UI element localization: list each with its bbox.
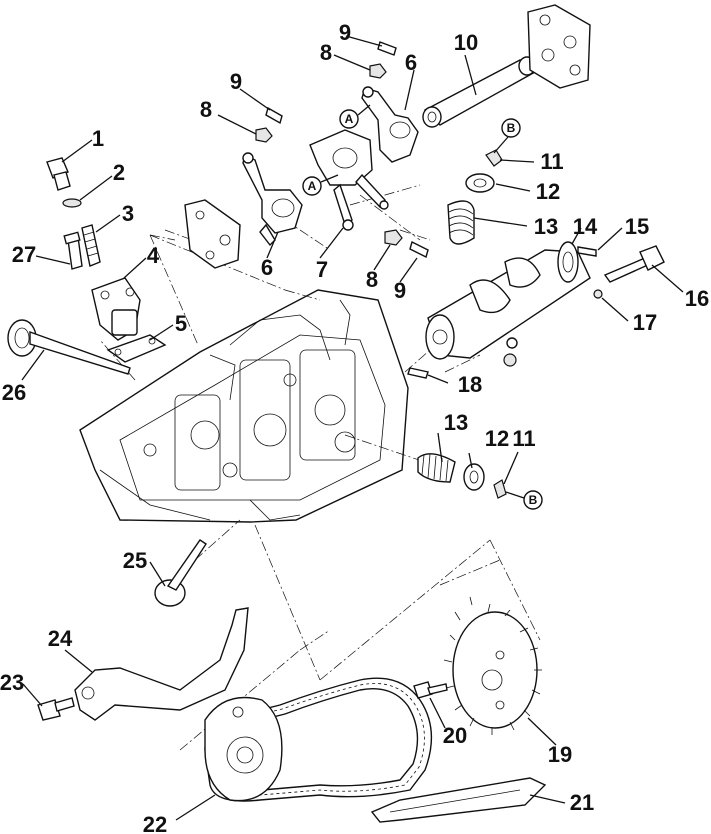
part-12-spring-retainer-upper (465, 173, 495, 193)
callout-9-center: 9 (394, 278, 406, 303)
part-15-camshaft-pin (577, 246, 597, 257)
callout-9-left: 9 (230, 69, 242, 94)
part-22-crank-sprocket (204, 696, 283, 802)
part-12-spring-retainer-lower (463, 463, 485, 491)
callout-26: 26 (2, 380, 26, 405)
callout-6-upper: 6 (405, 50, 417, 75)
reference-marker-a-lower-label: B (529, 493, 538, 507)
assembly-guide-lines (99, 184, 541, 751)
part-20-sprocket-bolt (413, 681, 448, 699)
callout-14: 14 (573, 214, 598, 239)
callout-11-upper: 11 (540, 149, 563, 174)
part-1-bolt (46, 157, 71, 191)
callout-leader-lines (21, 35, 684, 821)
part-8-locknut-top (369, 63, 387, 79)
callout-8-left: 8 (200, 97, 212, 122)
callout-21: 21 (570, 790, 594, 815)
part-6-rocker-arm-upper (361, 86, 419, 163)
callout-1: 1 (92, 126, 104, 151)
callout-15: 15 (625, 214, 649, 239)
part-27-bolt (63, 231, 83, 270)
part-5-tensioner-gasket (106, 334, 167, 363)
callout-7: 7 (316, 257, 328, 282)
part-2-washer (62, 198, 82, 208)
callout-22: 22 (143, 812, 167, 834)
part-8-locknut-center (384, 229, 403, 246)
callout-25: 25 (123, 548, 147, 573)
callout-12-lower: 12 (485, 426, 509, 451)
callout-numbers: 1 2 3 4 5 6 6 7 8 8 8 9 9 9 10 11 11 12 … (0, 20, 709, 834)
part-11-valve-keeper-lower (493, 479, 507, 499)
callout-20: 20 (443, 723, 467, 748)
part-26-intake-valve (7, 319, 131, 375)
callout-24: 24 (48, 626, 73, 651)
rocker-bracket (527, 4, 591, 89)
rocker-support-bracket (184, 199, 241, 269)
part-17-washer (593, 289, 603, 299)
part-13-valve-spring-upper (447, 200, 475, 245)
reference-marker-b-upper: A (339, 104, 371, 129)
callout-8-top: 8 (320, 40, 332, 65)
callout-17: 17 (633, 310, 657, 335)
callout-6-lower: 6 (261, 255, 273, 280)
part-6-rocker-arm-left (242, 152, 303, 247)
reference-marker-a-center: A (302, 174, 339, 196)
callout-12-upper: 12 (536, 179, 560, 204)
reference-marker-b-right: B (493, 118, 521, 154)
reference-marker-b-upper-label: A (345, 112, 354, 126)
callout-9-top: 9 (339, 20, 351, 45)
part-19-cam-sprocket (443, 596, 542, 735)
callout-3: 3 (122, 201, 134, 226)
part-9-adjuster-screw-top (377, 41, 397, 56)
part-25-exhaust-valve (154, 539, 207, 607)
part-10-rocker-shaft (422, 56, 537, 128)
callout-16: 16 (685, 286, 709, 311)
part-3-spring (81, 224, 101, 267)
part-24-tensioner-blade (74, 607, 249, 721)
part-13-valve-spring-lower (417, 453, 456, 483)
cylinder-head (79, 289, 409, 523)
part-9-adjuster-screw-left (265, 106, 283, 125)
callout-4: 4 (147, 243, 160, 268)
part-8-locknut-left (255, 127, 273, 143)
part-23-pivot-bolt (37, 697, 75, 721)
part-18-dowel-pin (407, 367, 429, 379)
part-4-cam-chain-tensioner (91, 277, 141, 341)
callout-5: 5 (175, 311, 187, 336)
reference-marker-a-lower: B (505, 490, 543, 510)
reference-marker-a-center-label: A (308, 179, 317, 193)
callout-13-upper: 13 (534, 214, 558, 239)
callout-11-lower: 11 (512, 426, 535, 451)
callout-18: 18 (458, 372, 482, 397)
part-14-camshaft (425, 241, 591, 367)
callout-27: 27 (12, 242, 36, 267)
callout-19: 19 (548, 742, 572, 767)
part-21-chain-guide (370, 777, 547, 823)
reference-marker-b-right-label: B (507, 121, 516, 135)
callout-13-lower: 13 (444, 410, 468, 435)
callout-10: 10 (454, 30, 478, 55)
part-9-adjuster-screw-center (409, 240, 429, 259)
callout-23: 23 (0, 670, 24, 695)
callout-8-center: 8 (366, 267, 378, 292)
part-7-rocker-arm-center (309, 129, 389, 231)
part-16-decompressor-shaft (603, 245, 665, 283)
callout-2: 2 (113, 160, 125, 185)
